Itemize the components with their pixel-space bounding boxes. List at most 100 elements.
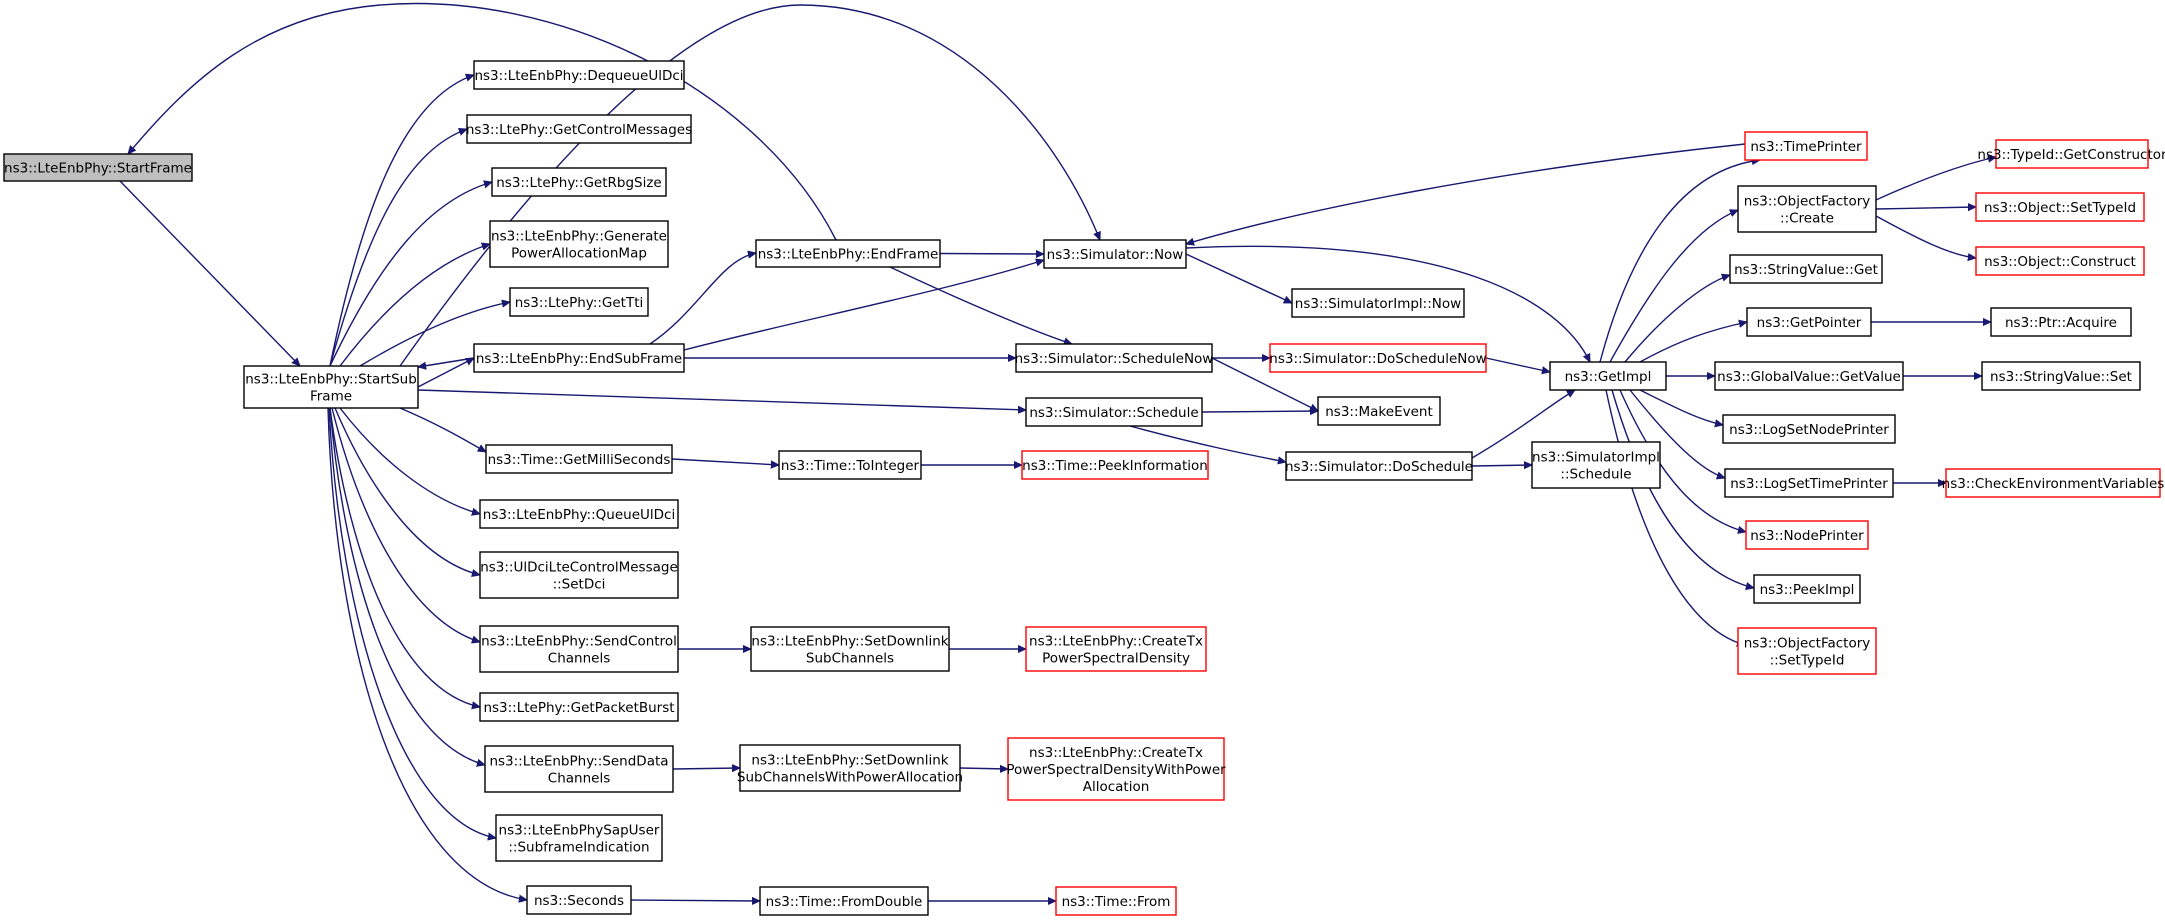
node-generatepam[interactable]: ns3::LteEnbPhy::GeneratePowerAllocationM… [489, 220, 669, 268]
node-label: SubChannelsWithPowerAllocation [737, 770, 963, 786]
node-getimpl[interactable]: ns3::GetImpl [1549, 361, 1667, 391]
node-box [479, 551, 679, 599]
node-setdownlinkpa[interactable]: ns3::LteEnbPhy::SetDownlinkSubChannelsWi… [737, 744, 963, 792]
node-label: ns3::Simulator::DoScheduleNow [1269, 351, 1486, 367]
node-box [1015, 343, 1213, 373]
node-label: ::Schedule [1560, 467, 1631, 483]
node-simimplschedule[interactable]: ns3::SimulatorImpl::Schedule [1531, 441, 1661, 489]
node-label: Frame [310, 389, 352, 405]
node-startframe[interactable]: ns3::LteEnbPhy::StartFrame [3, 153, 193, 182]
node-label: ns3::ObjectFactory [1744, 194, 1871, 210]
node-endsubframe[interactable]: ns3::LteEnbPhy::EndSubFrame [473, 343, 685, 373]
node-checkenvvars[interactable]: ns3::CheckEnvironmentVariables [1942, 468, 2165, 498]
node-setdci[interactable]: ns3::UlDciLteControlMessage::SetDci [479, 551, 679, 599]
edge-startsubframe-to-seconds [327, 407, 527, 900]
node-label: ns3::Simulator::DoSchedule [1285, 459, 1473, 475]
node-doschedule[interactable]: ns3::Simulator::DoSchedule [1285, 451, 1473, 481]
node-objfactorysettypeid[interactable]: ns3::ObjectFactory::SetTypeId [1737, 627, 1877, 675]
node-getrbgsize[interactable]: ns3::LtePhy::GetRbgSize [491, 167, 667, 197]
node-subframeindication[interactable]: ns3::LteEnbPhySapUser::SubframeIndicatio… [495, 814, 663, 862]
node-objectsettypeid[interactable]: ns3::Object::SetTypeId [1975, 192, 2145, 222]
node-label: ns3::Seconds [534, 893, 624, 909]
node-label: ::SetTypeId [1770, 653, 1845, 669]
node-logsettimeprinter[interactable]: ns3::LogSetTimePrinter [1724, 468, 1894, 498]
node-label: ns3::Time::PeekInformation [1022, 458, 1208, 474]
node-seconds[interactable]: ns3::Seconds [526, 885, 632, 915]
node-timefrom[interactable]: ns3::Time::From [1055, 886, 1177, 916]
node-stringvalueget[interactable]: ns3::StringValue::Get [1729, 254, 1883, 284]
node-nodeprinter[interactable]: ns3::NodePrinter [1745, 520, 1869, 550]
node-objectconstruct[interactable]: ns3::Object::Construct [1975, 246, 2145, 276]
edge-endframe-to-simnow [939, 254, 1044, 255]
edge-getimpl-to-stringvalueget [1624, 275, 1730, 363]
node-queueuldci[interactable]: ns3::LteEnbPhy::QueueUlDci [479, 499, 679, 529]
node-box [491, 167, 667, 197]
node-doschedulenow[interactable]: ns3::Simulator::DoScheduleNow [1269, 343, 1487, 373]
node-getpacketburst[interactable]: ns3::LtePhy::GetPacketBurst [479, 692, 679, 722]
node-stringvalueset[interactable]: ns3::StringValue::Set [1981, 361, 2141, 391]
node-box [1025, 397, 1203, 427]
node-peekimpl[interactable]: ns3::PeekImpl [1753, 574, 1861, 604]
node-box [473, 60, 685, 90]
node-createtxpsd[interactable]: ns3::LteEnbPhy::CreateTxPowerSpectralDen… [1025, 626, 1207, 672]
node-box [485, 444, 673, 474]
node-box [484, 745, 674, 793]
node-simimplnow[interactable]: ns3::SimulatorImpl::Now [1291, 288, 1465, 318]
node-label: ns3::LteEnbPhy::QueueUlDci [483, 507, 675, 523]
edge-getimpl-to-getpointer [1639, 322, 1747, 363]
node-box [509, 287, 649, 317]
node-globalvaluegetvalue[interactable]: ns3::GlobalValue::GetValue [1714, 361, 1904, 391]
node-label: ns3::LteEnbPhy::CreateTx [1029, 745, 1203, 761]
edge-getimpl-to-logsettimeprinter [1629, 389, 1725, 478]
node-schedule[interactable]: ns3::Simulator::Schedule [1025, 397, 1203, 427]
node-objfactorycreate[interactable]: ns3::ObjectFactory::Create [1737, 185, 1877, 233]
edge-startsubframe-to-setdci [334, 407, 480, 575]
node-schedulenow[interactable]: ns3::Simulator::ScheduleNow [1015, 343, 1214, 373]
node-endframe[interactable]: ns3::LteEnbPhy::EndFrame [755, 239, 941, 268]
node-fromdouble[interactable]: ns3::Time::FromDouble [759, 886, 929, 916]
node-label: ns3::StringValue::Get [1734, 262, 1878, 278]
node-box [1975, 192, 2145, 222]
node-toInteger[interactable]: ns3::Time::ToInteger [778, 450, 922, 480]
node-simnow[interactable]: ns3::Simulator::Now [1043, 239, 1187, 269]
node-box [739, 744, 961, 792]
node-box [495, 814, 663, 862]
edge-doschedule-to-simimplschedule [1471, 465, 1532, 466]
edge-objfactorycreate-to-getconstructor [1875, 157, 1996, 201]
node-ptracquire[interactable]: ns3::Ptr::Acquire [1990, 307, 2132, 337]
edge-endsubframe-to-simnow [683, 260, 1044, 351]
node-box [1995, 139, 2149, 169]
edge-startsubframe-to-getmilliseconds [399, 407, 486, 453]
node-peekinformation[interactable]: ns3::Time::PeekInformation [1021, 450, 1209, 480]
node-label: ns3::NodePrinter [1750, 528, 1864, 544]
edge-startsubframe-to-queueuldci [339, 407, 480, 514]
node-label: Allocation [1083, 779, 1150, 795]
node-makeevent[interactable]: ns3::MakeEvent [1317, 396, 1441, 426]
node-box [1753, 574, 1861, 604]
node-getpointer[interactable]: ns3::GetPointer [1746, 307, 1872, 337]
node-dequeueuldci[interactable]: ns3::LteEnbPhy::DequeueUlDci [473, 60, 685, 90]
node-box [1531, 441, 1661, 489]
node-logsetnodeprinter[interactable]: ns3::LogSetNodePrinter [1722, 414, 1896, 444]
node-box [1317, 396, 1441, 426]
node-gettti[interactable]: ns3::LtePhy::GetTti [509, 287, 649, 317]
node-getmilliseconds[interactable]: ns3::Time::GetMilliSeconds [485, 444, 673, 474]
node-label: ns3::LteEnbPhy::SetDownlink [751, 634, 948, 650]
node-label: ::SubframeIndication [508, 840, 649, 856]
edge-setdownlinkpa-to-createtxpsdwpa [959, 768, 1008, 769]
node-timeprinter[interactable]: ns3::TimePrinter [1744, 131, 1868, 161]
node-label: ns3::Time::From [1062, 894, 1171, 910]
node-box [466, 114, 692, 144]
node-label: ns3::PeekImpl [1760, 582, 1855, 598]
node-getconstructor[interactable]: ns3::TypeId::GetConstructor [1977, 139, 2165, 169]
node-getcontrolmessages[interactable]: ns3::LtePhy::GetControlMessages [466, 114, 692, 144]
node-createtxpsdwpa[interactable]: ns3::LteEnbPhy::CreateTxPowerSpectralDen… [1006, 737, 1226, 801]
edge-simnow-to-simimplnow [1185, 253, 1292, 304]
node-label: ns3::LteEnbPhy::StartFrame [4, 161, 192, 177]
node-box [1043, 239, 1187, 269]
node-box [1291, 288, 1465, 318]
